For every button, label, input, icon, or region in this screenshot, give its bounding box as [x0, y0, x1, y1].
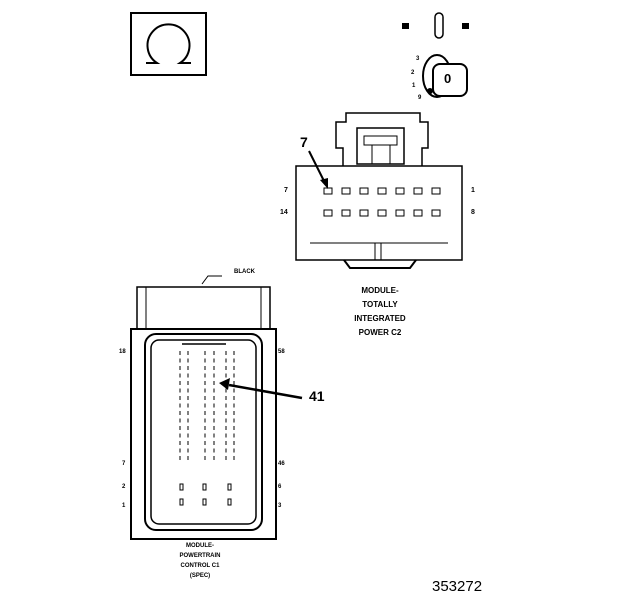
ignition-position-label: 9	[418, 95, 422, 101]
c2-pin-cavity	[377, 187, 387, 195]
c2-pin-cavity	[395, 187, 405, 195]
c2-pin-cavity	[431, 209, 441, 217]
ignition-key-label: 0	[444, 71, 452, 86]
c2-pin-cavity	[359, 209, 369, 217]
c1-pin-label: 46	[278, 461, 285, 467]
c2-connector-name: MODULE- TOTALLY INTEGRATED POWER C2	[354, 286, 406, 337]
c2-pin-cavity	[341, 209, 351, 217]
c1-callout-number: 41	[309, 388, 325, 404]
c1-pin-label: 58	[278, 349, 285, 355]
c2-pin-label: 7	[284, 187, 288, 194]
callout-arrow-41	[219, 378, 303, 400]
c1-pin-label: 18	[119, 349, 126, 355]
ignition-position-label: 2	[411, 70, 415, 76]
connector-c1	[130, 275, 277, 540]
ohm-icon	[130, 12, 207, 76]
c1-pin-label: 6	[278, 484, 282, 490]
document-number: 353272	[432, 578, 483, 595]
c1-pin-label: 7	[122, 461, 126, 467]
c1-pin-label: 1	[122, 503, 126, 509]
c2-callout-number: 7	[300, 134, 308, 150]
c1-pin-cavity	[227, 483, 232, 491]
c1-pin-cavity	[227, 498, 232, 506]
c2-pin-cavity	[323, 209, 333, 217]
c1-pin-cavity	[179, 498, 184, 506]
c1-pin-cavity	[202, 498, 207, 506]
c1-pin-cavity	[179, 483, 184, 491]
connector-c2	[295, 112, 463, 269]
callout-arrow-7	[308, 150, 328, 189]
ignition-key-icon	[402, 12, 469, 98]
c1-pin-label: 2	[122, 484, 126, 490]
c2-pin-label: 8	[471, 209, 475, 216]
c2-pin-cavity	[413, 187, 423, 195]
c2-pin-cavity	[377, 209, 387, 217]
ignition-position-label: 1	[412, 83, 416, 89]
c1-wire-color: BLACK	[234, 269, 255, 275]
c2-pin-label: 1	[471, 187, 475, 194]
c2-pin-label: 14	[280, 209, 288, 216]
ignition-position-label: 3	[416, 56, 420, 62]
c2-pin-cavity	[395, 209, 405, 217]
c1-pin-label: 3	[278, 503, 282, 509]
c1-connector-name: MODULE- POWERTRAIN CONTROL C1 (SPEC)	[179, 543, 221, 579]
c2-pin-cavity	[359, 187, 369, 195]
c2-pin-cavity	[431, 187, 441, 195]
c2-pin-cavity	[341, 187, 351, 195]
c2-pin-cavity	[413, 209, 423, 217]
c1-pin-cavity	[202, 483, 207, 491]
